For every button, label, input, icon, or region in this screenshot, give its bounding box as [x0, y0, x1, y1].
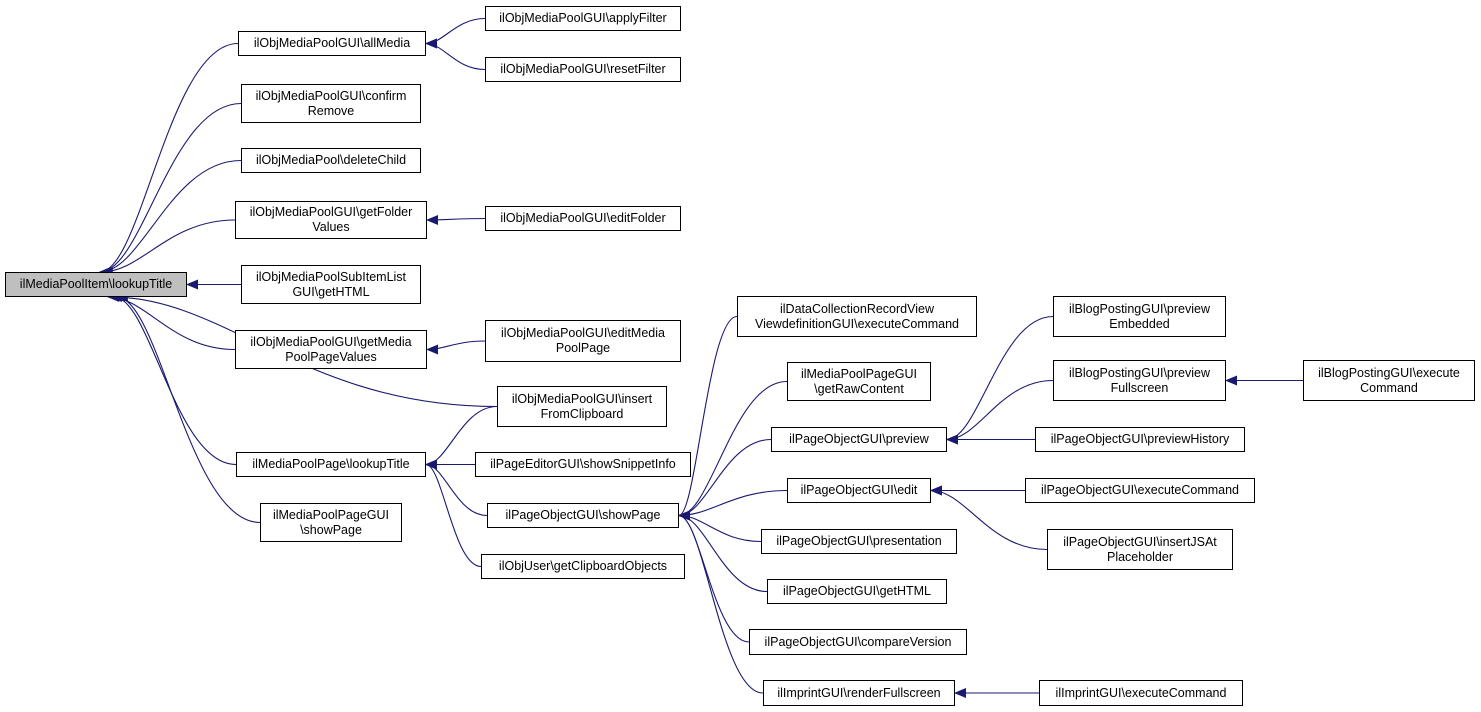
node-label-line: ilObjMediaPoolGUI\confirm: [255, 88, 407, 103]
call-edge: [426, 340, 486, 355]
node-obj-media-pool-gui-reset-filter[interactable]: ilObjMediaPoolGUI\resetFilter: [485, 57, 681, 82]
node-label-line: ilPageObjectGUI\executeCommand: [1040, 483, 1239, 497]
node-label-line: ilObjMediaPoolGUI\applyFilter: [499, 11, 667, 25]
call-edge: [99, 102, 242, 277]
call-edge: [100, 219, 236, 277]
node-page-object-gui-preview[interactable]: ilPageObjectGUI\preview: [771, 427, 947, 452]
node-label-line: ilPageEditorGUI\showSnippetInfo: [490, 457, 676, 471]
node-label-line: ilMediaPoolItem\lookupTitle: [19, 277, 173, 291]
call-edge: [678, 510, 750, 643]
call-edge: [425, 17, 486, 49]
node-label-line: ilObjMediaPoolGUI\editFolder: [500, 211, 666, 225]
node-page-object-gui-get-html[interactable]: ilPageObjectGUI\getHTML: [767, 579, 947, 604]
node-label-line: PoolPage: [555, 341, 611, 355]
node-label-line: ilObjUser\getClipboardObjects: [498, 559, 668, 573]
node-label-line: Remove: [307, 103, 355, 118]
call-edge: [678, 510, 764, 694]
node-label-line: ilPageObjectGUI\getHTML: [783, 584, 931, 598]
call-edge: [946, 315, 1054, 445]
call-edge: [678, 510, 768, 593]
node-media-pool-page-lookup-title[interactable]: ilMediaPoolPage\lookupTitle: [236, 452, 426, 477]
node-page-object-gui-compare-version[interactable]: ilPageObjectGUI\compareVersion: [749, 629, 967, 655]
node-imprint-gui-execute-command[interactable]: ilImprintGUI\executeCommand: [1039, 680, 1243, 706]
node-label-line: Fullscreen: [1110, 380, 1169, 395]
node-obj-media-pool-gui-all-media[interactable]: ilObjMediaPoolGUI\allMedia: [238, 31, 426, 56]
node-media-pool-item-lookup-title: ilMediaPoolItem\lookupTitle: [5, 272, 187, 297]
node-label-line: ilMediaPoolPageGUI: [272, 507, 390, 522]
node-label-line: \showPage: [300, 522, 362, 537]
node-label-line: ilPageObjectGUI\previewHistory: [1050, 432, 1230, 446]
node-page-editor-gui-show-snippet-info[interactable]: ilPageEditorGUI\showSnippetInfo: [475, 452, 691, 477]
node-page-object-gui-preview-history[interactable]: ilPageObjectGUI\previewHistory: [1035, 427, 1245, 452]
call-edge: [678, 315, 738, 521]
node-label-line: ilObjMediaPoolGUI\editMedia: [501, 326, 665, 340]
node-label-line: ilDataCollectionRecordView: [779, 301, 934, 316]
node-label-line: ilPageObjectGUI\presentation: [776, 534, 942, 548]
call-edge: [99, 159, 242, 277]
node-label-line: ilObjMediaPoolGUI\getFolder: [249, 205, 413, 219]
node-label-line: ilPageObjectGUI\edit: [800, 483, 918, 497]
call-edge: [99, 42, 239, 277]
node-label-line: FromClipboard: [540, 406, 624, 421]
node-label-line: ilMediaPoolPage\lookupTitle: [252, 457, 410, 471]
node-label-line: ViewdefinitionGUI\executeCommand: [754, 316, 960, 331]
call-edge: [425, 459, 482, 568]
node-label-line: Placeholder: [1106, 549, 1173, 564]
node-media-pool-page-gui-show-page[interactable]: ilMediaPoolPageGUI\showPage: [260, 503, 402, 542]
node-label-line: ilMediaPoolPageGUI: [800, 366, 918, 381]
node-page-object-gui-show-page[interactable]: ilPageObjectGUI\showPage: [487, 503, 679, 528]
node-obj-user-get-clipboard-objects[interactable]: ilObjUser\getClipboardObjects: [481, 554, 685, 579]
call-edge: [115, 292, 261, 524]
call-edge: [426, 214, 486, 225]
node-label-line: ilObjMediaPoolGUI\getMedia: [250, 334, 412, 349]
node-label-line: ilPageObjectGUI\preview: [789, 432, 929, 446]
call-edge: [425, 38, 486, 71]
node-label-line: ilBlogPostingGUI\preview: [1068, 365, 1211, 380]
node-page-object-gui-presentation[interactable]: ilPageObjectGUI\presentation: [761, 529, 957, 554]
node-label-line: ilBlogPostingGUI\preview: [1068, 301, 1211, 316]
node-imprint-gui-render-fullscreen[interactable]: ilImprintGUI\renderFullscreen: [763, 680, 955, 706]
node-label-line: ilObjMediaPool\deleteChild: [255, 153, 407, 167]
node-obj-media-pool-gui-apply-filter[interactable]: ilObjMediaPoolGUI\applyFilter: [485, 6, 681, 31]
node-label-line: ilObjMediaPoolSubItemList: [255, 269, 407, 284]
node-label-line: Values: [312, 220, 350, 234]
call-edge: [678, 489, 788, 521]
node-label-line: ilObjMediaPoolGUI\insert: [511, 391, 653, 406]
node-label-line: PoolPageValues: [285, 349, 377, 364]
call-edge: [678, 380, 788, 521]
node-label-line: ilObjMediaPoolGUI\allMedia: [253, 36, 411, 50]
node-label-line: ilImprintGUI\renderFullscreen: [777, 685, 941, 700]
node-obj-media-pool-delete-child[interactable]: ilObjMediaPool\deleteChild: [241, 148, 421, 173]
node-label-line: ilPageObjectGUI\compareVersion: [764, 634, 952, 649]
node-label-line: ilBlogPostingGUI\execute: [1318, 365, 1460, 380]
node-label-line: ilImprintGUI\executeCommand: [1055, 685, 1227, 700]
call-edge: [930, 485, 1048, 551]
node-label-line: ilPageObjectGUI\showPage: [505, 508, 661, 522]
node-label-line: Embedded: [1109, 316, 1170, 331]
node-label-line: \getRawContent: [814, 381, 904, 396]
node-label-line: GUI\getHTML: [292, 284, 370, 299]
node-media-pool-page-gui-get-raw-content[interactable]: ilMediaPoolPageGUI\getRawContent: [787, 362, 931, 401]
node-page-object-gui-execute-command[interactable]: ilPageObjectGUI\executeCommand: [1025, 478, 1255, 503]
node-label-line: Command: [1360, 380, 1418, 395]
call-edge: [113, 292, 237, 466]
node-label-line: ilPageObjectGUI\insertJSAt: [1063, 534, 1217, 549]
node-label-line: ilObjMediaPoolGUI\resetFilter: [500, 62, 666, 76]
node-page-object-gui-edit[interactable]: ilPageObjectGUI\edit: [787, 478, 931, 503]
node-obj-media-pool-gui-edit-folder[interactable]: ilObjMediaPoolGUI\editFolder: [485, 206, 681, 231]
